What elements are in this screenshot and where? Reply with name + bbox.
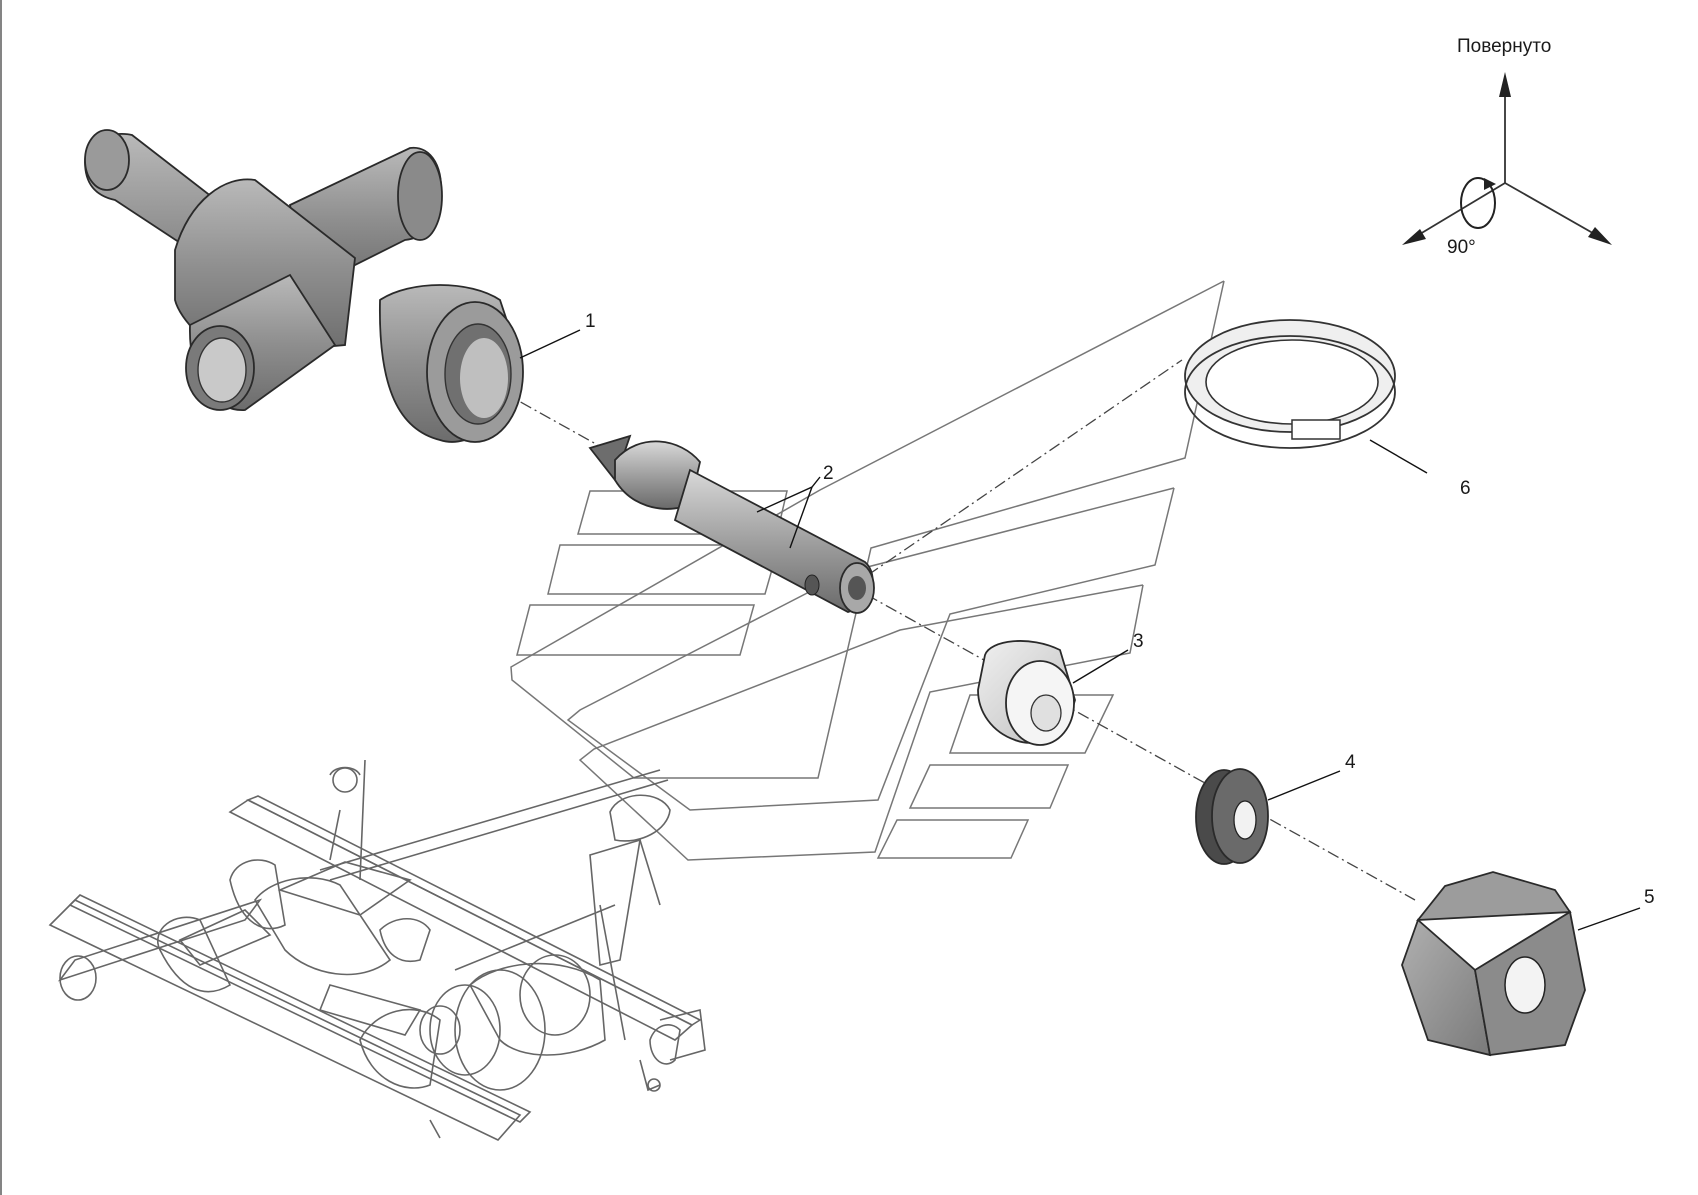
orientation-label: Повернуто (1457, 36, 1551, 57)
orientation-indicator: Повернуто 90° (1402, 36, 1612, 258)
axis-left (1409, 182, 1506, 241)
leader-1 (519, 329, 581, 359)
part-5-hex-nut (1401, 871, 1586, 1057)
callout-1: 1 (585, 311, 596, 332)
part-6-retaining-ring (1184, 319, 1396, 449)
part-2-pin (588, 434, 875, 614)
leader-2b (789, 486, 813, 549)
rotation-arrowhead-icon (1484, 178, 1496, 190)
axis-left-arrow-icon (1402, 229, 1426, 245)
callout-2: 2 (823, 463, 834, 484)
leader-5 (1577, 907, 1641, 931)
rotation-arrow-icon (1460, 177, 1496, 229)
leader-6 (1369, 439, 1428, 474)
assembly-axis-lines (462, 359, 1416, 901)
callout-5: 5 (1644, 887, 1655, 908)
part-1-cross-fitting (84, 129, 524, 443)
leader-4 (1267, 770, 1341, 801)
callout-4: 4 (1345, 752, 1356, 773)
leader-3 (1072, 649, 1129, 684)
leader-2 (756, 476, 821, 513)
axis-right (1504, 182, 1606, 241)
rotation-angle-label: 90° (1447, 237, 1476, 258)
vehicle-frame-assembly (48, 759, 706, 1141)
callout-3: 3 (1133, 631, 1144, 652)
axis-up-arrow-icon (1499, 72, 1511, 97)
callouts: 1 2 3 4 5 6 (519, 311, 1655, 931)
part-3-bushing (977, 640, 1076, 746)
callout-6: 6 (1460, 478, 1471, 499)
part-4-washer (1195, 768, 1269, 865)
axis-right-arrow-icon (1588, 227, 1612, 245)
